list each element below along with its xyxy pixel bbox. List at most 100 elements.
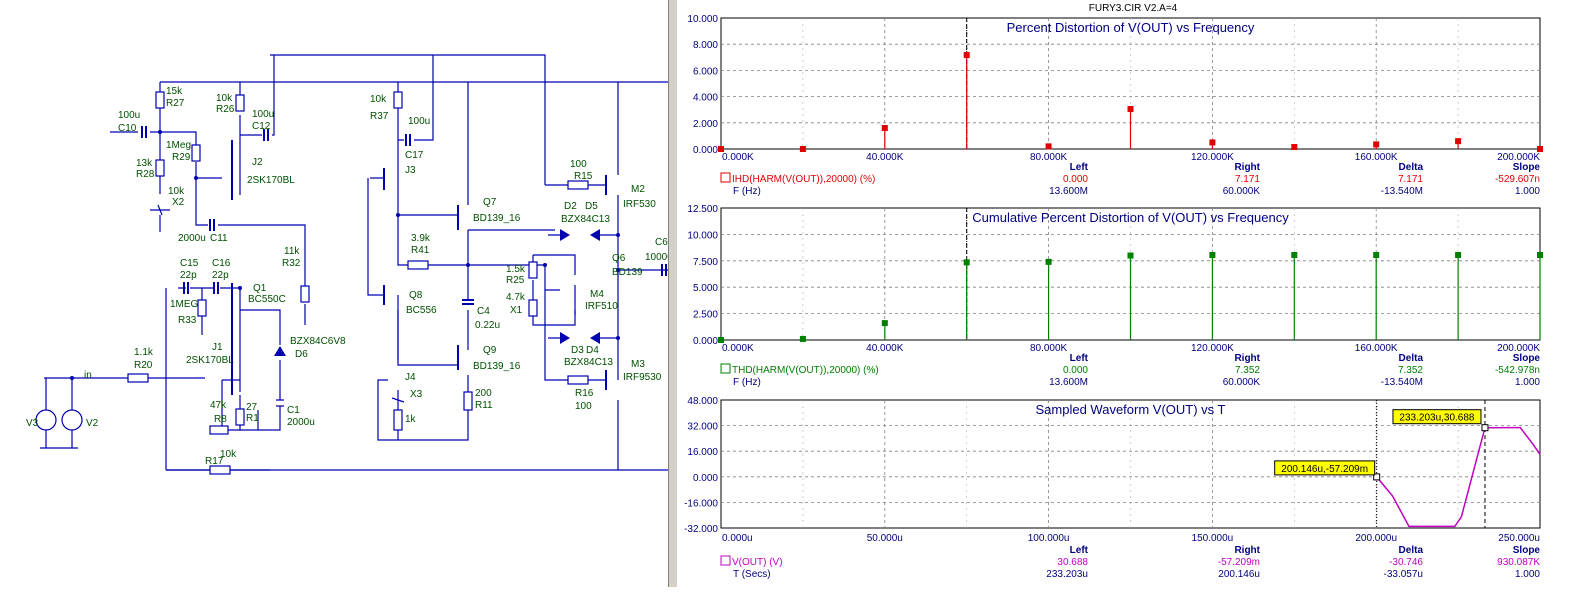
trace-checkbox[interactable]	[720, 555, 731, 566]
measure-value: 13.600M	[1049, 186, 1088, 197]
y-tick-label: 10.000	[687, 230, 718, 241]
component-label: X2	[172, 197, 185, 208]
x-tick-label: 120.000K	[1191, 343, 1234, 354]
component-label: J4	[405, 372, 416, 383]
measure-header: Slope	[1513, 353, 1541, 364]
cursor-tag-text: 233.203u,30.688	[1399, 413, 1475, 424]
measure-value: -33.057u	[1384, 569, 1423, 580]
trace-label[interactable]: V(OUT) (V)	[732, 557, 783, 568]
measure-value: 60.000K	[1223, 186, 1261, 197]
resistor-R1	[235, 408, 245, 426]
component-label: IRF9530	[623, 372, 662, 383]
splitter-bar[interactable]	[668, 0, 678, 587]
y-tick-label: 12.500	[687, 204, 718, 215]
trace-label: F (Hz)	[733, 377, 761, 388]
trace-label[interactable]: IHD(HARM(V(OUT)),20000) (%)	[732, 174, 875, 185]
harmonic-point	[1373, 251, 1380, 258]
y-tick-label: 6.000	[693, 66, 718, 77]
component-label: C6	[655, 237, 668, 248]
measure-value: -57.209m	[1218, 557, 1260, 568]
cursor-tag-left	[1274, 460, 1376, 476]
x-tick-label: 40.000K	[866, 343, 904, 354]
resistor-R25	[528, 261, 538, 279]
trace-checkbox[interactable]	[720, 363, 731, 374]
harmonic-point	[1291, 144, 1298, 151]
x-tick-label: 200.000K	[1497, 152, 1540, 163]
plot-title: Percent Distortion of V(OUT) vs Frequenc…	[1007, 20, 1255, 35]
resistor-R17	[209, 465, 231, 475]
trace-checkbox[interactable]	[720, 172, 731, 183]
measure-header: Delta	[1399, 545, 1424, 556]
measure-value: 30.688	[1057, 557, 1088, 568]
component-label: in	[84, 370, 92, 381]
resistor-R27	[155, 91, 165, 109]
component-label: C15	[180, 258, 199, 269]
component-label: 3.9k	[411, 233, 431, 244]
plot-canvas[interactable]: FURY3.CIR V2.A=4 10.0008.0006.0004.0002.…	[678, 0, 1589, 587]
component-label: IRF530	[623, 199, 656, 210]
resistor-X1	[528, 299, 538, 317]
x-tick-label: 200.000u	[1355, 533, 1397, 544]
component-label: 1.5k	[506, 264, 526, 275]
harmonic-point	[1455, 251, 1462, 258]
window-title: FURY3.CIR V2.A=4	[1089, 3, 1178, 14]
trace-label[interactable]: THD(HARM(V(OUT)),20000) (%)	[732, 365, 879, 376]
measure-value: -542.978n	[1495, 365, 1540, 376]
harmonic-point	[1537, 146, 1543, 152]
measure-header: Right	[1234, 353, 1260, 364]
component-label: Q7	[483, 197, 497, 208]
y-tick-label: 48.000	[687, 396, 718, 407]
schematic-components	[35, 91, 589, 475]
component-label: 10k	[220, 449, 237, 460]
y-tick-label: 4.000	[693, 93, 718, 104]
component-label: 27	[246, 402, 258, 413]
component-label: R15	[574, 171, 593, 182]
component-label: J2	[252, 157, 263, 168]
component-label: R16	[575, 388, 594, 399]
measure-header: Delta	[1399, 162, 1424, 173]
measure-value: 0.000	[1063, 365, 1088, 376]
component-label: D5	[585, 201, 598, 212]
component-label: Q6	[612, 253, 626, 264]
component-label: Q9	[483, 345, 497, 356]
component-label: BZX84C13	[561, 214, 610, 225]
component-label: IRF510	[585, 301, 618, 312]
component-label: BC550C	[248, 294, 286, 305]
resistor-R33	[197, 299, 207, 317]
component-label: X3	[410, 389, 423, 400]
component-label: Q8	[409, 290, 423, 301]
harmonic-point	[1537, 251, 1543, 258]
x-tick-label: 200.000K	[1497, 343, 1540, 354]
waveform-line	[1376, 426, 1541, 528]
cursor-marker[interactable]	[1373, 473, 1381, 481]
cursor-marker[interactable]	[1481, 424, 1489, 432]
resistor-X3	[393, 409, 403, 431]
component-label: M2	[631, 184, 645, 195]
component-label: 13k	[136, 158, 153, 169]
component-label: R1	[246, 413, 259, 424]
component-label: 10000	[645, 252, 668, 263]
harmonic-point	[1455, 138, 1462, 145]
y-tick-label: 32.000	[687, 422, 718, 433]
component-label: 0.22u	[475, 320, 500, 331]
harmonic-point	[1045, 143, 1052, 150]
measure-value: 233.203u	[1046, 569, 1088, 580]
resistor-R32	[300, 285, 310, 303]
measure-header: Right	[1234, 162, 1260, 173]
plot-3[interactable]: 48.00032.00016.0000.000-16.000-32.0000.0…	[684, 396, 1541, 580]
component-label: C4	[477, 306, 490, 317]
component-label: 2000u	[178, 233, 206, 244]
x-tick-label: 0.000K	[722, 152, 754, 163]
resistor-R20	[127, 373, 149, 383]
x-tick-label: 0.000K	[722, 343, 754, 354]
source-V2	[61, 409, 83, 431]
y-tick-label: 2.500	[693, 310, 718, 321]
component-label: C1	[287, 405, 300, 416]
